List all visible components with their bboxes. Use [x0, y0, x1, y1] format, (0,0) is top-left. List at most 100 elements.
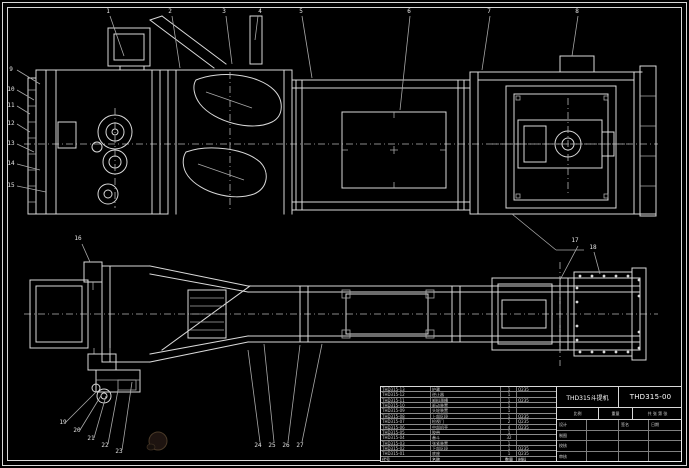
ink-stamp — [146, 431, 168, 451]
sign-value — [619, 441, 649, 452]
parts-cell: Q235 — [518, 419, 529, 424]
balloon-number: 21 — [87, 435, 95, 442]
elevation-leaders — [16, 15, 579, 193]
parts-cell: Q235 — [518, 413, 529, 419]
parts-cell: 1 — [501, 451, 517, 456]
sign-role: 审核 — [557, 451, 587, 462]
boot-drive-detail-plan — [87, 348, 141, 404]
balloon-number: 19 — [59, 419, 67, 426]
inspection-door-plan — [345, 293, 429, 335]
sign-value — [587, 451, 619, 462]
middle-casing-plan — [247, 285, 641, 343]
parts-cell: 底座 — [431, 451, 501, 456]
parts-cell: THD315-11 — [381, 397, 431, 403]
parts-cell — [517, 435, 555, 439]
sign-value — [649, 441, 682, 452]
head-section-plan — [491, 245, 647, 366]
parts-cell — [517, 430, 555, 434]
balloon-number: 3 — [222, 8, 226, 15]
parts-cell — [517, 403, 555, 407]
balloon-number: 14 — [7, 160, 15, 167]
parts-cell: 2 — [501, 419, 517, 424]
boot-section-plan — [29, 261, 251, 363]
balloon-number: 23 — [115, 448, 123, 455]
head-section-elevation — [469, 55, 657, 251]
parts-cell: THD315-09 — [381, 408, 431, 413]
sign-value — [619, 451, 649, 462]
balloon-number: 11 — [7, 102, 15, 109]
sign-date-label: 日期 — [649, 420, 682, 431]
middle-casing-elevation — [291, 79, 471, 211]
balloon-number: 27 — [296, 442, 304, 449]
balloon-number: 26 — [282, 442, 290, 449]
parts-cell — [517, 392, 555, 396]
balloon-number: 10 — [7, 86, 15, 93]
parts-cell: 驱动装置 — [431, 403, 501, 408]
parts-cell: THD315-10 — [381, 403, 431, 408]
parts-cell: 卸料溜槽 — [431, 397, 501, 403]
parts-cell: 1 — [501, 392, 517, 397]
parts-cell: THD315-02 — [381, 445, 431, 451]
balloon-number: 18 — [589, 244, 597, 251]
parts-cell: THD315-12 — [381, 392, 431, 397]
parts-cell: THD315-04 — [381, 435, 431, 440]
parts-cell: 检视门 — [431, 419, 501, 424]
sheet-label: 共 张 第 张 — [647, 410, 668, 416]
sign-name-label: 签名 — [619, 420, 649, 431]
parts-cell: 1 — [501, 408, 517, 413]
sign-value — [587, 441, 619, 452]
title-block-right: THD315斗提机 THD315-00 比例 重量 共 张 第 张 设计 签名 … — [557, 387, 682, 462]
plan-view — [24, 243, 658, 451]
parts-cell: 1 — [501, 413, 517, 419]
signature-grid: 设计 签名 日期 制图 校核 审核 — [557, 420, 682, 462]
boot-section-elevation — [27, 27, 169, 215]
balloon-number: 8 — [575, 8, 579, 15]
parts-cell: THD315-05 — [381, 429, 431, 435]
sign-value — [587, 420, 619, 431]
parts-cell: THD315-01 — [381, 451, 431, 456]
parts-cell: THD315-08 — [381, 413, 431, 419]
weight-label: 重量 — [599, 408, 633, 419]
balloon-number: 1 — [106, 8, 110, 15]
scale-label: 比例 — [557, 408, 599, 419]
parts-cell: 上部区段 — [431, 413, 501, 419]
sign-value — [649, 430, 682, 441]
balloon-number: 12 — [7, 120, 15, 127]
parts-cell: THD315-03 — [381, 440, 431, 445]
parts-cell: 数量 — [501, 456, 517, 462]
parts-cell: 1 — [501, 403, 517, 408]
parts-cell: THD315-13 — [381, 387, 431, 392]
parts-cell: 下部区段 — [431, 445, 501, 451]
parts-cell: 护罩 — [431, 387, 501, 392]
parts-cell: 32 — [501, 435, 517, 440]
balloon-number: 7 — [487, 8, 491, 15]
drawing-number: THD315-00 — [629, 393, 672, 401]
parts-cell: 1 — [501, 440, 517, 445]
parts-cell: Q235 — [518, 397, 529, 403]
balloon-number: 9 — [9, 66, 13, 73]
parts-cell: THD315-06 — [381, 424, 431, 429]
balloon-number: 2 — [168, 8, 172, 15]
sign-role: 设计 — [557, 420, 587, 431]
parts-cell: 名称 — [431, 456, 501, 462]
parts-cell: Q235 — [518, 451, 529, 456]
parts-cell: Q235 — [518, 424, 529, 429]
product-title: THD315斗提机 — [557, 387, 619, 407]
